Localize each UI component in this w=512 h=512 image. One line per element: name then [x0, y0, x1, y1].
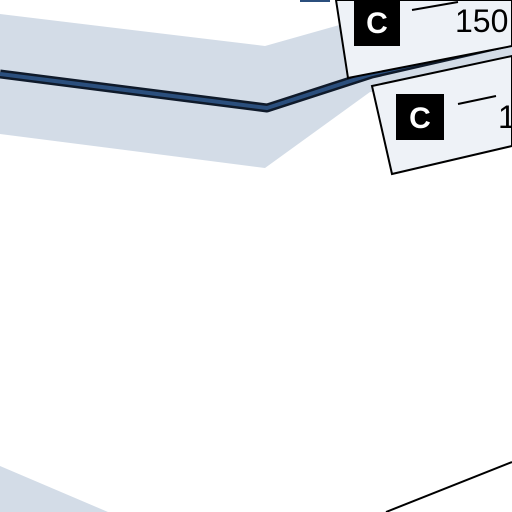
route-label-1[interactable]: C 150 — [334, 0, 512, 80]
route-label-text: 150 — [455, 3, 508, 39]
route-badge-letter: C — [366, 7, 388, 40]
route-badge — [396, 94, 444, 140]
route-label-text: 1 — [498, 99, 512, 135]
route-label-2[interactable]: C 1 — [370, 54, 512, 176]
route-badge-letter: C — [409, 102, 431, 135]
corner-band — [0, 466, 108, 512]
route-badge — [354, 0, 400, 46]
route-label-leader — [411, 1, 459, 11]
road-lower-right — [385, 461, 512, 512]
route-label-leader — [457, 95, 497, 105]
